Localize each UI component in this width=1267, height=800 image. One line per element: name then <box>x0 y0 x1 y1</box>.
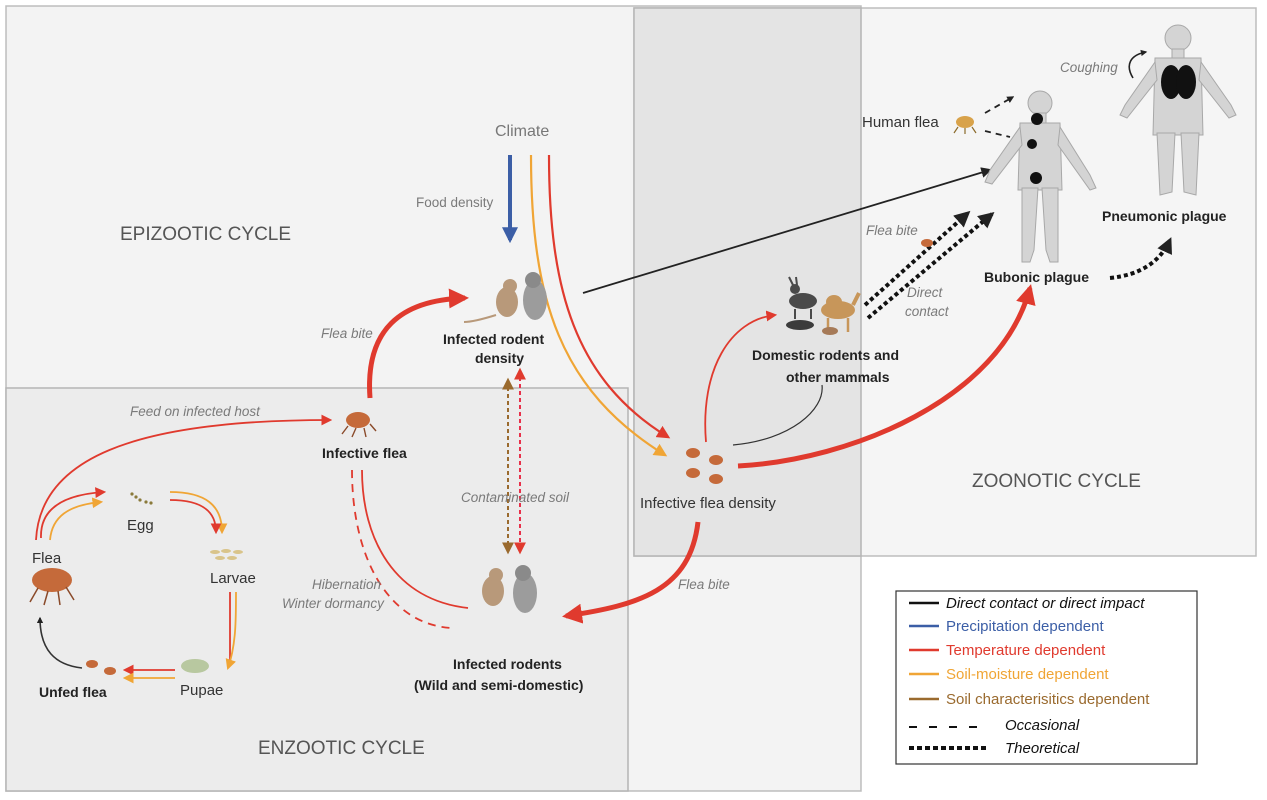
rodent-icon <box>463 279 518 323</box>
winter-dormancy-note: Winter dormancy <box>282 596 385 611</box>
larvae-icon <box>210 549 243 560</box>
human-flea-label: Human flea <box>862 114 939 131</box>
human-flea-occasional-arrow <box>984 96 1015 114</box>
coughing-note: Coughing <box>1060 60 1118 75</box>
flea-icon <box>953 116 977 134</box>
domestic-connector <box>732 384 823 446</box>
domestic-label-1: Domestic rodents and <box>752 347 899 363</box>
larvae-to-pupae-moisture-arrow <box>225 591 237 671</box>
flea-bite-to-rodents-arrow <box>367 288 469 399</box>
infective-flea-label: Infective flea <box>322 445 407 461</box>
hibernation-note: Hibernation <box>312 577 381 592</box>
flea-to-rodents-arrow <box>361 469 469 609</box>
rodent-icon <box>786 320 838 335</box>
feed-on-infected-host-note: Feed on infected host <box>130 404 261 419</box>
infective-flea-density-label: Infective flea density <box>640 495 776 512</box>
egg-to-larvae-arrow <box>169 499 222 535</box>
legend-label-temperature: Temperature dependent <box>946 642 1106 659</box>
flea-to-egg-arrow <box>40 487 107 539</box>
human-flea-occasional-line <box>984 130 1011 138</box>
zoonotic-panel <box>633 7 1257 557</box>
soil-moisture-climate-arrow <box>529 154 668 457</box>
unfed-to-flea-arrow <box>36 616 83 669</box>
enzootic-cycle-label: ENZOOTIC CYCLE <box>258 738 425 759</box>
lymph-node-marker <box>1030 172 1042 184</box>
rodent-to-human-arrow <box>582 167 993 294</box>
legend-label-soil-moisture: Soil-moisture dependent <box>946 666 1109 683</box>
flea-bite-right-note: Flea bite <box>866 223 918 238</box>
contact-note: contact <box>905 304 950 319</box>
flea-icon <box>921 239 933 247</box>
camel-icon <box>821 292 861 332</box>
coughing-arrow <box>1128 49 1148 79</box>
flea-bite-bottom-note: Flea bite <box>678 577 730 592</box>
flea-icon <box>686 448 723 484</box>
lung-marker <box>1161 65 1181 99</box>
flea-icon <box>29 568 75 606</box>
legend-label-soil-characteristics: Soil characterisitics dependent <box>946 691 1150 708</box>
pupae-icon <box>181 659 209 673</box>
egg-to-larvae-moisture-arrow <box>169 491 228 535</box>
lymph-node-marker <box>1031 113 1043 125</box>
legend-label-theoretical: Theoretical <box>1005 740 1080 757</box>
flea-bite-top-note: Flea bite <box>321 326 373 341</box>
egg-icon <box>130 492 153 505</box>
marmot-icon <box>523 272 547 320</box>
flea-to-egg-moisture-arrow <box>49 497 104 541</box>
temperature-climate-arrow <box>547 154 671 439</box>
lung-marker <box>1176 65 1196 99</box>
flea-density-to-bubonic-arrow <box>737 284 1036 469</box>
rodent-icon <box>482 568 504 606</box>
infected-rodent-density-label-1: Infected rodent <box>443 331 544 347</box>
human-body-icon <box>984 90 1097 263</box>
direct-note: Direct <box>907 285 944 300</box>
pneumonic-plague-label: Pneumonic plague <box>1102 208 1227 224</box>
infected-rodent-density-label-2: density <box>475 350 524 366</box>
marmot-icon <box>513 565 537 613</box>
larvae-label: Larvae <box>210 570 256 587</box>
pupae-label: Pupae <box>180 682 223 699</box>
legend: Direct contact or direct impact Precipit… <box>895 590 1198 765</box>
bubonic-plague-label: Bubonic plague <box>984 269 1089 285</box>
goat-icon <box>788 276 817 319</box>
flea-icon <box>341 412 377 438</box>
climate-label: Climate <box>495 123 549 140</box>
hibernation-arrow <box>351 469 453 629</box>
epizootic-cycle-label: EPIZOOTIC CYCLE <box>120 224 291 245</box>
domestic-to-human-theoretical-arrow-1 <box>863 210 971 307</box>
flea-icon <box>86 660 116 675</box>
legend-label-precipitation: Precipitation dependent <box>946 618 1104 635</box>
contaminated-soil-note: Contaminated soil <box>461 490 570 505</box>
legend-label-occasional: Occasional <box>1005 717 1080 734</box>
domestic-to-human-theoretical-arrow-2 <box>866 211 995 320</box>
flea-density-to-rodents-arrow <box>562 521 701 624</box>
food-density-note: Food density <box>416 195 494 210</box>
unfed-flea-label: Unfed flea <box>39 684 107 700</box>
feed-on-host-arrow <box>35 414 333 541</box>
bubonic-to-pneumonic-arrow <box>1109 237 1172 280</box>
domestic-label-2: other mammals <box>786 369 890 385</box>
zoonotic-cycle-label: ZOONOTIC CYCLE <box>972 471 1141 492</box>
lymph-node-marker <box>1027 139 1037 149</box>
egg-label: Egg <box>127 517 154 534</box>
infected-rodents-label-2: (Wild and semi-domestic) <box>414 677 583 693</box>
legend-label-direct: Direct contact or direct impact <box>946 595 1145 612</box>
infected-rodents-label-1: Infected rodents <box>453 656 562 672</box>
flea-label: Flea <box>32 550 62 567</box>
flea-density-to-domestic-arrow <box>704 310 778 443</box>
